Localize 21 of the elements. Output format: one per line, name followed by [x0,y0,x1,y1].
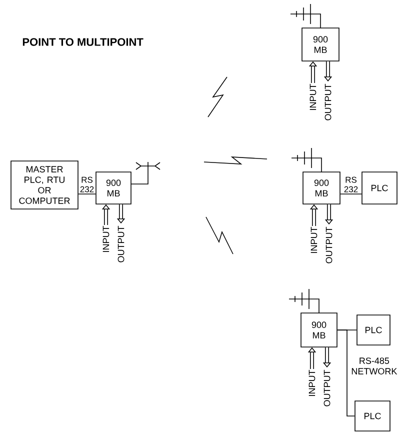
vertical-label: OUTPUT [324,370,330,406]
device-box: 900 MB [302,28,340,62]
network-label: RS-485 NETWORK [352,358,398,374]
device-box: 900 MB [302,172,340,204]
vertical-label: OUTPUT [326,226,332,264]
connector-line [337,330,355,416]
device-box: 900 MB [96,172,132,204]
vertical-label: INPUT [308,370,316,396]
vertical-label: INPUT [102,226,110,252]
device-box: MASTER PLC, RTU OR COMPUTER [10,160,78,210]
device-box: PLC [362,172,398,204]
vertical-label: INPUT [310,84,316,110]
edge-label: RS 232 [78,176,96,193]
device-box: PLC [354,400,390,432]
vertical-label: OUTPUT [324,84,332,120]
title: POINT TO MULTIPOINT [22,38,144,46]
vertical-label: OUTPUT [118,226,124,262]
vertical-label: INPUT [310,226,318,253]
device-box: 900 MB [300,312,338,348]
edge-label: RS 232 [342,176,360,193]
device-box: PLC [356,314,390,346]
